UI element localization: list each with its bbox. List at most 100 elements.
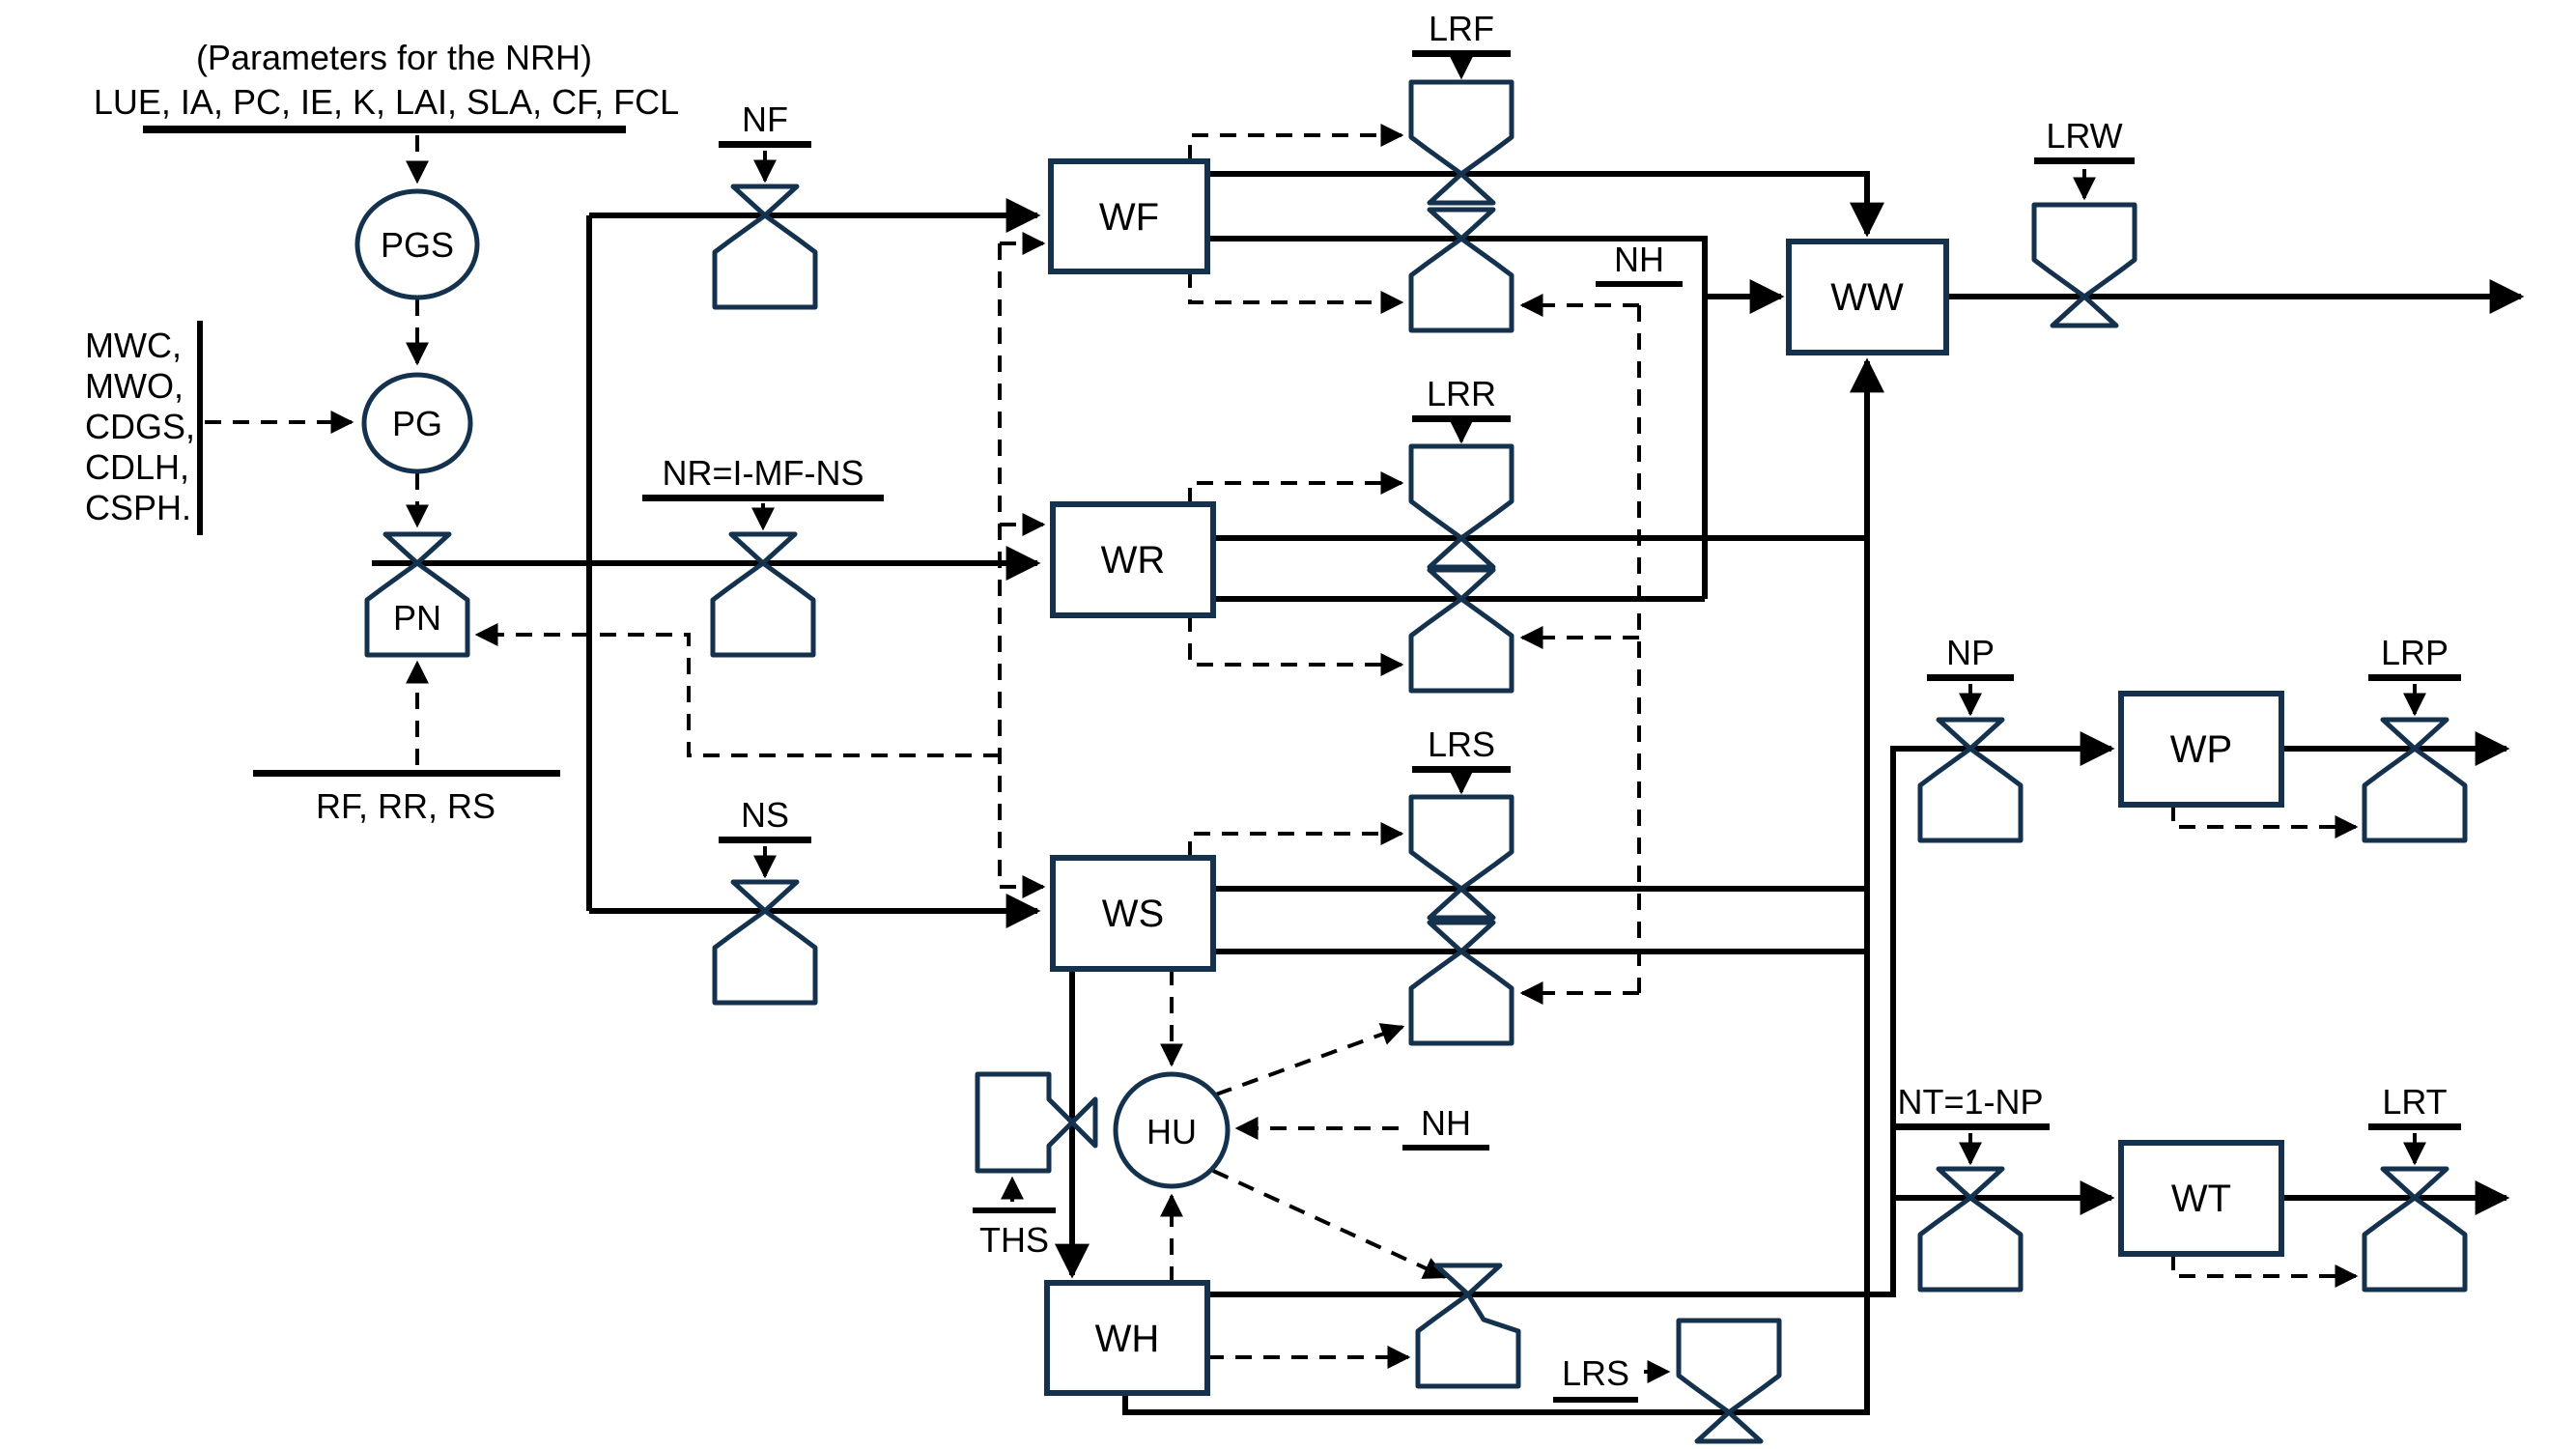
lrs-valve-upper-icon (1427, 886, 1496, 921)
wp-label: WP (2170, 728, 2232, 771)
ths-tank (975, 1071, 1075, 1174)
lrs-bottom-label: LRS (1562, 1353, 1629, 1393)
lrr-upper-tank (1408, 443, 1514, 541)
params-underline (143, 126, 626, 133)
params-note: (Parameters for the NRH) (196, 38, 592, 77)
np-underline (1927, 674, 2014, 681)
lrr-valve-upper-icon (1427, 535, 1496, 570)
lrs-valve-lower-icon (1427, 920, 1496, 954)
lrs-upper-tank (1408, 794, 1514, 892)
label-bars (143, 50, 2461, 1403)
lrt-valve-icon (2380, 1166, 2449, 1201)
lrp-tank (2362, 746, 2468, 843)
nt-valve-icon (1936, 1166, 2005, 1201)
lrf-upper-tank (1408, 79, 1514, 177)
link-wr-lrr-upper (1188, 471, 1404, 504)
nf-tank (712, 213, 818, 310)
nh-mid-underline (1402, 1145, 1489, 1151)
lrw-underline (2034, 157, 2135, 164)
aux-input-1: MWC, (85, 326, 182, 365)
info-links (205, 56, 2426, 1383)
link-hu-bottom-valve (1212, 1169, 1448, 1279)
lrw-label: LRW (2046, 116, 2122, 156)
flow-collector-to-ww-bottom (1122, 357, 1884, 1415)
lrf-lower-tank (1408, 236, 1514, 333)
lrp-valve-icon (2380, 717, 2449, 752)
valves-and-tanks (364, 79, 2468, 1444)
aux-inputs-bar (197, 321, 203, 535)
nt-tank (1917, 1195, 2024, 1293)
nh-top-underline (1596, 281, 1683, 287)
link-hu-lrs-tank (1215, 1023, 1405, 1096)
link-wp-lrp (2171, 805, 2359, 838)
pn-tank (364, 560, 470, 658)
hu-label: HU (1146, 1112, 1197, 1151)
ww-label: WW (1830, 276, 1904, 319)
ns-label: NS (741, 795, 789, 835)
np-valve-icon (1936, 717, 2005, 752)
auxiliary-circles (354, 188, 1231, 1189)
wt-box (2118, 1140, 2284, 1257)
aux-input-2: MWO, (85, 366, 184, 406)
aux-input-4: CDLH, (85, 447, 189, 487)
link-wf-lrf-lower (1188, 271, 1404, 314)
nt-label: NT=1-NP (1897, 1082, 2043, 1122)
ww-box (1786, 239, 1949, 355)
aux-input-3: CDGS, (85, 407, 195, 446)
hu-circle (1113, 1071, 1231, 1189)
params-list: LUE, IA, PC, IE, K, LAI, SLA, CF, FCL (94, 82, 679, 122)
pgs-circle (354, 188, 480, 300)
lrp-underline (2368, 674, 2461, 681)
pg-label: PG (392, 404, 442, 443)
lrt-label: LRT (2382, 1082, 2447, 1122)
lrt-tank (2362, 1195, 2468, 1293)
lrs-bottom-underline (1553, 1397, 1638, 1403)
ths-label: THS (979, 1220, 1049, 1260)
nr-label: NR=I-MF-NS (663, 453, 864, 493)
nr-underline (642, 495, 884, 501)
lrs-lower-tank (1408, 949, 1514, 1046)
link-wt-lrt (2171, 1254, 2359, 1288)
ns-tank (712, 908, 818, 1006)
lrs-underline (1412, 766, 1511, 773)
flow-wf2-down (1207, 236, 1708, 599)
nr-valve-icon (728, 531, 798, 566)
lrr-valve-lower-icon (1427, 567, 1496, 602)
ths-line (973, 1208, 1056, 1213)
lrr-label: LRR (1427, 374, 1496, 413)
lrf-valve-lower-icon (1427, 207, 1496, 242)
lrf-label: LRF (1429, 9, 1494, 48)
wh-box (1044, 1280, 1210, 1396)
lrf-underline (1412, 50, 1511, 57)
lrr-lower-tank (1408, 596, 1514, 694)
lrf-valve-upper-icon (1427, 171, 1496, 206)
wf-box (1048, 158, 1210, 274)
pgs-label: PGS (381, 225, 454, 265)
wr-label: WR (1101, 539, 1166, 582)
nf-label: NF (742, 99, 788, 139)
lrs-label: LRS (1428, 724, 1495, 764)
lrp-label: LRP (2381, 633, 2449, 672)
link-feedback-pn (474, 623, 1000, 757)
nf-underline (719, 141, 811, 148)
rates-line (253, 770, 560, 777)
lrt-underline (2368, 1123, 2461, 1130)
ns-valve-icon (730, 879, 800, 914)
link-wf-lrf-upper (1188, 124, 1404, 161)
bottom-valve-upper-icon (1433, 1263, 1503, 1297)
wr-box (1050, 501, 1216, 618)
wh-label: WH (1095, 1318, 1160, 1360)
nt-underline (1891, 1123, 2050, 1130)
lrw-tank (2031, 202, 2137, 299)
labels: (Parameters for the NRH) LUE, IA, PC, IE… (85, 9, 2449, 1393)
nh-mid-label: NH (1421, 1103, 1471, 1143)
flow-wf1-to-ww (1207, 171, 1884, 238)
wt-label: WT (2171, 1178, 2231, 1220)
wp-box (2118, 691, 2284, 808)
lrs-bottom-valve-icon (1694, 1409, 1764, 1444)
lrr-underline (1412, 415, 1511, 422)
ths-valve-icon (1069, 1096, 1098, 1149)
wf-label: WF (1099, 196, 1159, 239)
flow-wh1-to-wp (1207, 731, 2115, 1297)
